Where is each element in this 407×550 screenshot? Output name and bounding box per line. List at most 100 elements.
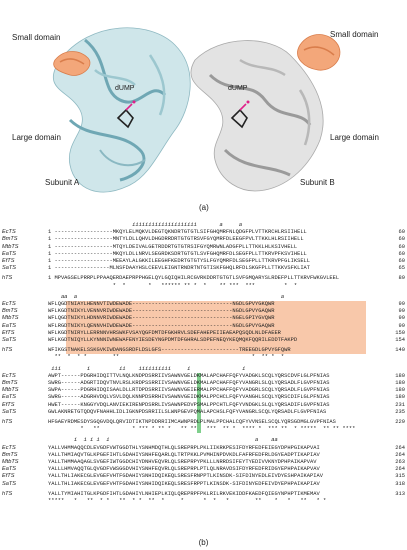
- sequence: YALLTHMIAQVTGLKPGEFIHTLGDAHIYSNHFEQARLQL…: [48, 451, 320, 458]
- residue-number: 264: [395, 466, 405, 473]
- small-domain-b: [297, 34, 341, 71]
- species-name: EcTS: [2, 372, 16, 379]
- sequence: SWPA------PDGRHIDQISAALDLLRTDPDSRRIIVSAW…: [48, 387, 330, 394]
- alignment-row: EfTS 1 ------------------MEEAYLALGKKILEEG…: [0, 258, 407, 265]
- residue-number: 264: [395, 444, 405, 451]
- residue-number: 99: [398, 308, 405, 315]
- caption-a: (a): [199, 203, 209, 212]
- sequence: WFLQGDTNIKYLHDNNVRIWDEWADE--------------…: [48, 315, 275, 322]
- species-name: hTS: [2, 419, 13, 425]
- conservation-line: ***** * ** * * ** * * ** * * * * * ** * …: [48, 498, 327, 504]
- small-domain-highlight: [66, 301, 366, 355]
- species-name: BmTS: [2, 308, 18, 315]
- alignment-row: EfTS WFLKGDTNIRYLLERRNNVHRSWKFVSAYQGFDMTD…: [0, 330, 407, 337]
- alignment-row: MtbTS YALLTHMMAAQAGLSVGEFIWTGGDCHIYDNHVEQ…: [0, 459, 407, 466]
- residue-number: 231: [395, 401, 405, 408]
- sequence: HFGAEYRDMESDYSGQGVDQLQRVIDTIKTNPDDRRIIMC…: [48, 419, 336, 425]
- species-name: SaTS: [2, 265, 16, 272]
- sequence: GWLAKNRETGTQDQVFNAHHLIDLIGKNPDSRRIILSLWN…: [48, 408, 327, 415]
- residue-number: 180: [395, 372, 405, 379]
- species-name: EaTS: [2, 322, 16, 329]
- dump-ligand-a: [116, 100, 136, 129]
- label-dump-left: dUMP: [115, 85, 135, 92]
- sequence: 1 ------------------MEEAYLALGKKILEEGHFKE…: [48, 258, 311, 264]
- label-small-domain-right: Small domain: [330, 30, 378, 39]
- residue-number: 150: [395, 329, 405, 336]
- species-name: EcTS: [2, 301, 16, 307]
- small-domain-a: [53, 51, 91, 76]
- species-name: hTS: [2, 347, 13, 354]
- alignment-row: BmTS WFLKGDTNIKYLVENNVRIWDEWADE----------…: [0, 308, 407, 315]
- alignment-row: BmTS 1 ------------------MNTYLDLLQHVLDHGD…: [0, 236, 407, 243]
- residue-number: 263: [395, 459, 405, 465]
- alignment-row: EaTS WFLRGDTNIKYLQENNVHIWDEWADE----------…: [0, 323, 407, 330]
- species-name: EfTS: [2, 329, 15, 336]
- species-name: MtbTS: [2, 387, 19, 394]
- species-name: EfTS: [2, 473, 15, 480]
- sequence: WFLRGDTNIKYLQENNVHIWDEWADE--------------…: [48, 322, 275, 329]
- species-name: MtbTS: [2, 459, 19, 465]
- sequence: HWET------KNGGYVDQLANVIEKIRENPDSRRLIVSAW…: [48, 401, 330, 408]
- sequence: 1 ------------------MKQYLDLLNRVLSEGRDKSD…: [48, 250, 307, 257]
- sequence: YALLTHLIAKECGLEVGEFVHTFGDAHIYSNHIDQIKEQL…: [48, 473, 323, 480]
- alignment-row: SaTS GWLAKNRETGTQDQVFNAHHLIDLIGKNPDSRRIIL…: [0, 409, 407, 416]
- species-name: SaTS: [2, 408, 16, 415]
- alignment-row: EcTS WFLQGDTNIAYLHENNVTIWDEWADE----------…: [0, 301, 407, 308]
- alignment-annotation: i i i i i a aa: [48, 437, 278, 444]
- subunit-b-ribbon: [190, 40, 324, 192]
- species-name: EaTS: [2, 466, 16, 473]
- residue-number: 154: [395, 337, 405, 343]
- alignment-row: MtbTS 1 ------------------MTQYLDEIVALGETR…: [0, 244, 407, 251]
- sequence: WFLKGDTNIRYLLERRNNVHRSWKFVSAYQGFDMTDFGKH…: [48, 329, 281, 336]
- sequence: 1 ------------------MTQYLDEIVALGETRDDRTG…: [48, 243, 298, 250]
- species-name: EfTS: [2, 258, 15, 264]
- residue-number: 180: [395, 394, 405, 401]
- alignment-row: MtbTS SWPA------PDGRHIDQISAALDLLRTDPDSRRI…: [0, 387, 407, 394]
- species-name: MtbTS: [2, 243, 19, 250]
- residue-number: 65: [398, 265, 405, 272]
- sequence: YALLTYMIAHITGLKPGDFIHTLGDAHIYLNHIEPLKIQL…: [48, 490, 320, 497]
- sequence: 1 ------------------MNTYLDLLQHVLDHGDRRDR…: [48, 236, 304, 243]
- sequence: 1 ------------------MKQYLELMQKVLDEGTQKND…: [48, 229, 307, 236]
- sequence: YALLTHMMAAQAGLSVGEFIWTGGDCHIYDNHVEQVRLQL…: [48, 459, 317, 465]
- alignment-row: EaTS 1 ------------------MKQYLDLLNRVLSEGR…: [0, 251, 407, 258]
- residue-number: 60: [398, 250, 405, 257]
- residue-number: 89: [398, 275, 405, 282]
- residue-number: 180: [395, 387, 405, 394]
- protein-structure-figure: Small domain Small domain dUMP dUMP Larg…: [12, 27, 379, 212]
- sequence: AWPT------PDGRHIDQITTVLNQLKNDPDSRRIIVSAW…: [48, 372, 330, 379]
- conservation-line: ** * * * ** * ** * *: [48, 354, 285, 361]
- species-name: SaTS: [2, 480, 16, 487]
- residue-number: 313: [395, 490, 405, 497]
- residue-number: 180: [395, 380, 405, 386]
- sequence: WFLKGDTNIKYLVENNVRIWDEWADE--------------…: [48, 308, 275, 315]
- sequence: YALLVHMMAQQCDLEVGDFVWTGGDTHLYSNHMDQTHLQL…: [48, 444, 320, 451]
- residue-number: 140: [395, 347, 405, 354]
- alignment-row: EfTS YALLTHLIAKECGLEVGEFVHTFGDAHIYSNHIDQI…: [0, 473, 407, 480]
- conservation-line: * * * ****** ** * * ** *** *** * *: [48, 282, 298, 289]
- sequence: WFLQGDTNIAYLHENNVTIWDEWADE--------------…: [48, 301, 275, 307]
- alignment-row: EfTS HWET------KNGGYVDQLANVIEKIRENPDSRRLI…: [0, 402, 407, 409]
- residue-number: 60: [398, 243, 405, 250]
- alignment-row: EcTS AWPT------PDGRHIDQITTVLNQLKNDPDSRRII…: [0, 373, 407, 380]
- species-name: EaTS: [2, 250, 16, 257]
- species-name: BmTS: [2, 236, 18, 243]
- caption-b: (b): [198, 538, 209, 547]
- sequence: SWRG------ADGRHVDQLVSVLDQLKNNPDSRRHIVSAW…: [48, 394, 330, 401]
- species-name: hTS: [2, 275, 13, 282]
- species-name: EfTS: [2, 401, 15, 408]
- species-name: SaTS: [2, 337, 16, 343]
- residue-number: 99: [398, 322, 405, 329]
- residue-number: 60: [398, 236, 405, 243]
